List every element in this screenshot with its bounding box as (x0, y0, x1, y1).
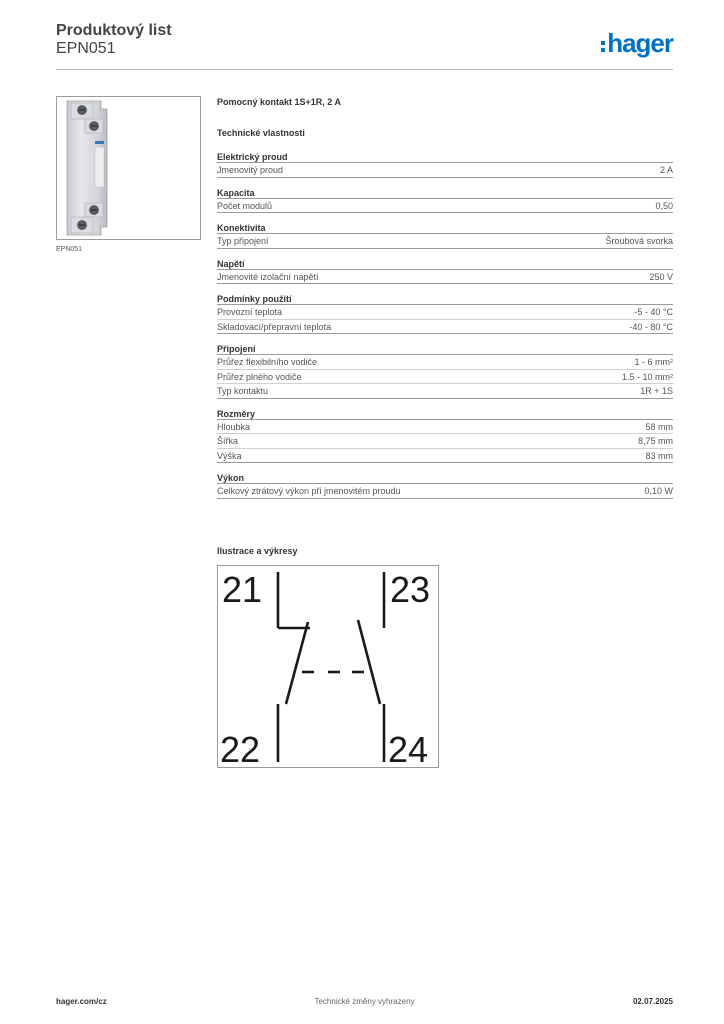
footer-website-link[interactable]: hager.com/cz (56, 997, 107, 1006)
spec-row: Průřez flexibilního vodiče 1 - 6 mm² (217, 355, 673, 370)
spec-value: -40 - 80 °C (629, 321, 673, 332)
spec-label: Průřez plného vodiče (217, 371, 302, 382)
product-code: EPN051 (56, 40, 116, 57)
product-name: Pomocný kontakt 1S+1R, 2 A (217, 97, 341, 107)
spec-label: Jmenovitý proud (217, 165, 284, 175)
spec-value: -5 - 40 °C (634, 307, 673, 317)
contact-schematic-icon: 21 23 22 24 (220, 569, 430, 767)
spec-group-title: Rozměry (217, 408, 673, 420)
spec-value: 0,50 (655, 200, 673, 211)
spec-row: Jmenovitý proud 2 A (217, 163, 673, 178)
spec-row: Typ připojení Šroubová svorka (217, 234, 673, 249)
spec-group-title: Elektrický proud (217, 151, 673, 163)
spec-row: Jmenovité izolační napětí 250 V (217, 270, 673, 284)
spec-label: Typ kontaktu (217, 386, 269, 396)
spec-value: 1.5 - 10 mm² (621, 371, 673, 382)
tech-heading: Technické vlastnosti (217, 128, 305, 138)
spec-value: 8,75 mm (637, 436, 673, 446)
spec-row: Počet modulů 0,50 (217, 199, 673, 213)
spec-label: Provozní teplota (217, 307, 283, 317)
spec-row: Hloubka 58 mm (217, 420, 673, 434)
page-title: Produktový list (56, 22, 172, 39)
terminal-23-label: 23 (390, 569, 430, 610)
illustrations-heading: Ilustrace a výkresy (217, 546, 298, 556)
spec-label: Hloubka (217, 421, 251, 432)
spec-label: Skladovací/přepravní teplota (217, 321, 332, 332)
logo-colon-icon (601, 35, 606, 52)
spec-group-title: Kapacita (217, 187, 673, 199)
spec-label: Průřez flexibilního vodiče (217, 357, 318, 367)
spec-row: Skladovací/přepravní teplota -40 - 80 °C (217, 320, 673, 334)
spec-value: 0,10 W (644, 486, 673, 496)
product-photo (56, 96, 201, 240)
spec-value: 58 mm (645, 421, 673, 432)
footer-note: Technické změny vyhrazeny (314, 997, 415, 1006)
spec-label: Výška (217, 450, 242, 461)
spec-row: Typ kontaktu 1R + 1S (217, 384, 673, 399)
spec-row: Celkový ztrátový výkon při jmenovitém pr… (217, 484, 673, 499)
photo-caption: EPN051 (56, 246, 83, 253)
spec-value: Šroubová svorka (605, 236, 673, 246)
hager-logo: hager (601, 28, 674, 58)
tech-specs: Pomocný kontakt 1S+1R, 2 A Technické vla… (217, 96, 673, 499)
spec-value: 1 - 6 mm² (634, 357, 673, 367)
spec-row: Průřez plného vodiče 1.5 - 10 mm² (217, 370, 673, 384)
spec-row: Provozní teplota -5 - 40 °C (217, 305, 673, 320)
spec-row: Výška 83 mm (217, 449, 673, 463)
page-header: Produktový list EPN051 hager (56, 20, 674, 70)
spec-value: 1R + 1S (640, 386, 673, 396)
product-image-icon (57, 97, 200, 239)
spec-label: Šířka (217, 436, 239, 446)
spec-group-title: Výkon (217, 472, 673, 484)
spec-value: 83 mm (645, 450, 673, 461)
spec-group-title: Napětí (217, 258, 673, 270)
spec-label: Jmenovité izolační napětí (217, 271, 319, 282)
wiring-diagram: 21 23 22 24 (217, 565, 439, 768)
terminal-24-label: 24 (388, 729, 428, 767)
terminal-22-label: 22 (220, 729, 260, 767)
spec-group-title: Podmínky použití (217, 293, 673, 305)
spec-label: Počet modulů (217, 200, 273, 211)
spec-group-title: Konektivita (217, 222, 673, 234)
logo-wordmark: hager (607, 28, 674, 58)
spec-value: 2 A (659, 165, 673, 175)
spec-label: Typ připojení (217, 236, 269, 246)
terminal-21-label: 21 (222, 569, 262, 610)
footer-date: 02.07.2025 (632, 997, 673, 1006)
spec-value: 250 V (649, 271, 673, 282)
spec-row: Šířka 8,75 mm (217, 434, 673, 449)
spec-group-title: Připojení (217, 343, 673, 355)
spec-label: Celkový ztrátový výkon při jmenovitém pr… (217, 486, 401, 496)
